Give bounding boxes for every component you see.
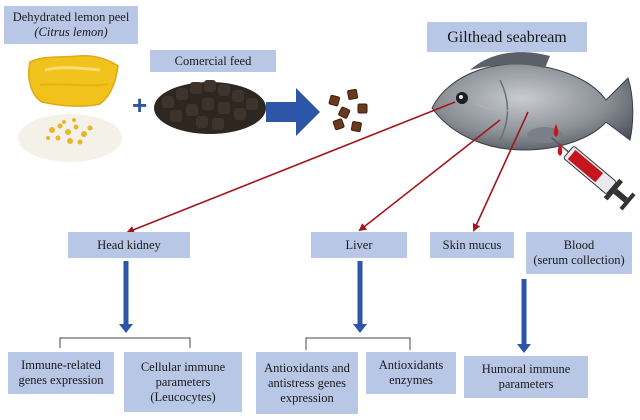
feed-label: Comercial feed (150, 50, 276, 72)
box-antiox-genes: Antioxidants and antistress genes expres… (256, 352, 358, 414)
humoral-line1: Humoral immune (481, 362, 571, 376)
box-antiox-enzymes: Antioxidants enzymes (366, 352, 456, 394)
syringe-image (551, 124, 636, 211)
antiox-genes-line1: Antioxidants and (264, 360, 350, 375)
lemon-peel-image (18, 55, 122, 162)
arrow-to-liver (358, 119, 501, 232)
feed-pellets-image (154, 80, 266, 134)
cellular-line3: (Leucocytes) (150, 389, 216, 404)
lemon-species: (Citrus lemon) (34, 25, 108, 39)
species-title: Gilthead seabream (427, 22, 587, 52)
cellular-line1: Cellular immune (140, 359, 226, 374)
flow-liver (305, 261, 411, 350)
plus-sign: + (132, 90, 148, 120)
arrow-to-head-kidney (126, 101, 456, 234)
lemon-peel-label: Dehydrated lemon peel (Citrus lemon) (4, 6, 138, 44)
antiox-enzymes-line2: enzymes (389, 373, 433, 387)
flow-head-kidney (59, 261, 191, 348)
blood-title: Blood (563, 238, 595, 252)
flow-blood (517, 279, 531, 353)
supplemented-pellets-image (328, 88, 368, 133)
cellular-line2: parameters (155, 374, 211, 389)
antiox-enzymes-line1: Antioxidants (378, 358, 444, 372)
seabream-fish-image (431, 52, 634, 151)
box-skin-mucus: Skin mucus (430, 232, 514, 258)
antiox-genes-line2: antistress genes (267, 375, 347, 390)
lemon-peel-title: Dehydrated lemon peel (12, 10, 130, 24)
box-immune-genes: Immune-related genes expression (8, 352, 114, 394)
box-liver: Liver (311, 232, 407, 258)
box-head-kidney: Head kidney (68, 232, 190, 258)
box-humoral-immune: Humoral immune parameters (464, 356, 588, 398)
antiox-genes-line3: expression (280, 390, 334, 405)
immune-genes-line1: Immune-related (21, 358, 101, 372)
blood-subtitle: (serum collection) (533, 253, 625, 267)
immune-genes-line2: genes expression (18, 373, 104, 387)
arrow-to-skin-mucus (472, 111, 529, 232)
humoral-line2: parameters (498, 377, 554, 391)
box-cellular-immune: Cellular immune parameters (Leucocytes) (124, 352, 242, 412)
box-blood: Blood (serum collection) (526, 232, 632, 274)
process-arrow (266, 88, 320, 136)
